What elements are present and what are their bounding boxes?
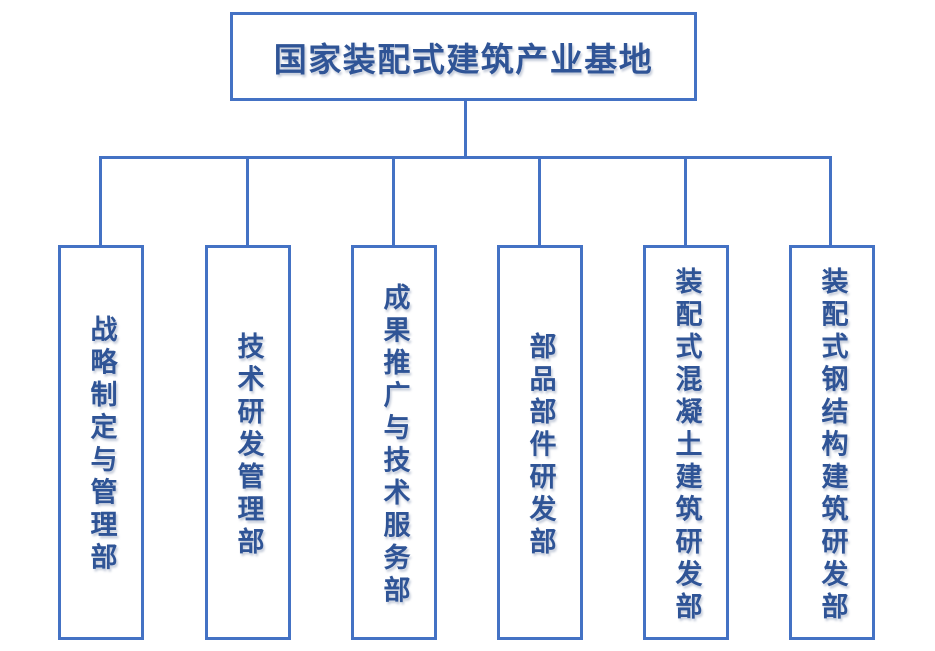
connector-horizontal-bus	[99, 156, 832, 159]
dept-node-tech-rd-management-label: 技术研发管理部	[233, 331, 264, 560]
dept-node-parts-components-rd: 部品部件研发部	[497, 245, 583, 640]
root-node: 国家装配式建筑产业基地	[230, 12, 697, 101]
dept-node-steel-structure-rd: 装配式钢结构建筑研发部	[789, 245, 875, 640]
connector-drop-5	[684, 158, 687, 245]
connector-drop-1	[99, 158, 102, 245]
root-node-label: 国家装配式建筑产业基地	[273, 40, 654, 78]
dept-node-strategy-management-label: 战略制定与管理部	[86, 315, 117, 576]
dept-node-promotion-tech-services-label: 成果推广与技术服务部	[379, 282, 410, 608]
dept-node-precast-concrete-rd: 装配式混凝土建筑研发部	[643, 245, 729, 640]
dept-node-tech-rd-management: 技术研发管理部	[205, 245, 291, 640]
dept-node-precast-concrete-rd-label: 装配式混凝土建筑研发部	[671, 266, 702, 625]
dept-node-parts-components-rd-label: 部品部件研发部	[525, 331, 556, 560]
dept-node-promotion-tech-services: 成果推广与技术服务部	[351, 245, 437, 640]
dept-node-strategy-management: 战略制定与管理部	[58, 245, 144, 640]
connector-drop-3	[392, 158, 395, 245]
connector-root-stub	[464, 101, 467, 158]
connector-drop-4	[538, 158, 541, 245]
connector-drop-2	[246, 158, 249, 245]
dept-node-steel-structure-rd-label: 装配式钢结构建筑研发部	[817, 266, 848, 625]
connector-drop-6	[829, 158, 832, 245]
